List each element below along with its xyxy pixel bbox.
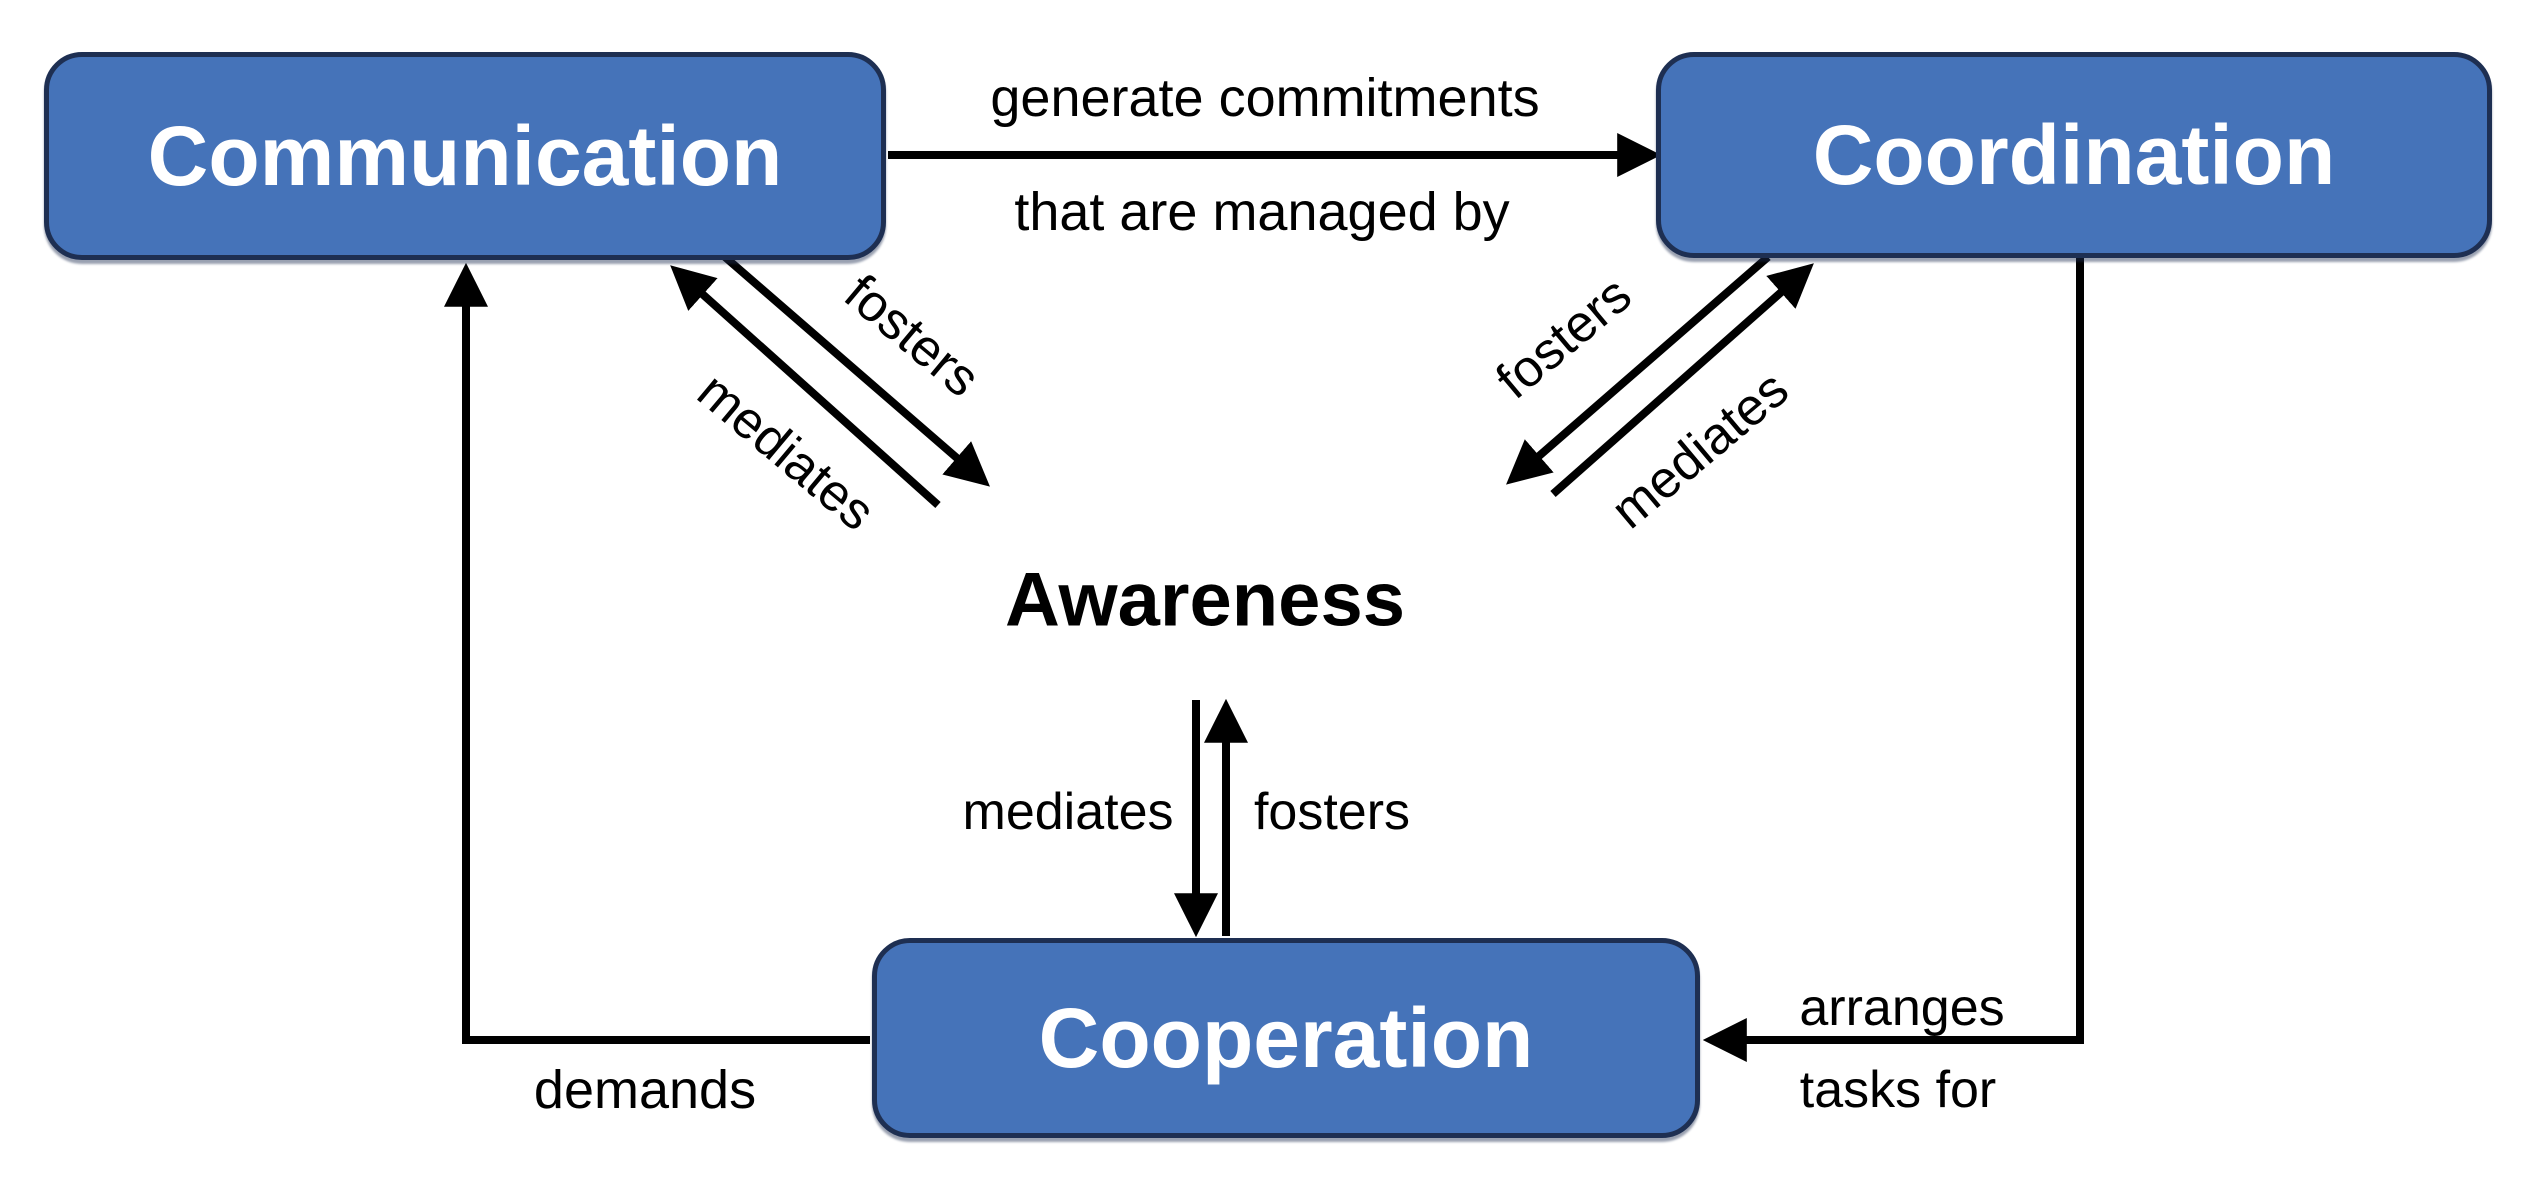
edge-label-demands: demands bbox=[533, 1060, 757, 1120]
arrow-cooperation-to-communication bbox=[444, 262, 870, 1044]
edge-label-generate-commitments: generate commitments bbox=[990, 68, 1540, 128]
arrow-awareness-mediates-coordination bbox=[1550, 263, 1814, 497]
node-coordination: Coordination bbox=[1656, 52, 2492, 258]
arrow-communication-fosters-awareness bbox=[722, 253, 990, 487]
arrow-coordination-fosters-awareness bbox=[1506, 253, 1771, 485]
node-communication: Communication bbox=[44, 52, 886, 260]
node-awareness-label: Awareness bbox=[1005, 557, 1405, 643]
arrow-coordination-to-cooperation bbox=[1702, 258, 2084, 1062]
node-cooperation-label: Cooperation bbox=[1038, 990, 1534, 1085]
edge-label-mediates-bottom: mediates bbox=[962, 783, 1174, 841]
edge-label-that-are-managed-by: that are managed by bbox=[1014, 182, 1510, 242]
arrow-awareness-mediates-communication bbox=[670, 265, 941, 508]
node-communication-label: Communication bbox=[147, 108, 783, 203]
node-coordination-label: Coordination bbox=[1812, 107, 2336, 202]
edge-label-arranges: arranges bbox=[1799, 979, 2005, 1037]
node-cooperation: Cooperation bbox=[872, 938, 1700, 1138]
edge-label-fosters-bottom: fosters bbox=[1253, 783, 1411, 841]
edge-label-tasks-for: tasks for bbox=[1799, 1061, 1997, 1119]
